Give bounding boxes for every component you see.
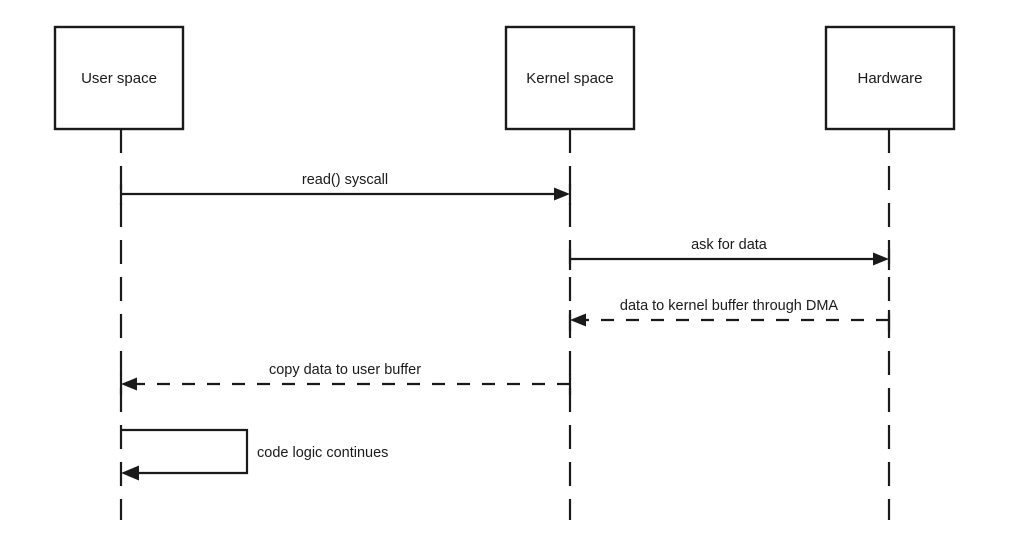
participant-box [504, 25, 636, 131]
participant-box [824, 25, 956, 131]
arrow-head-left-icon [121, 465, 139, 481]
participant-hardware[interactable]: Hardware [824, 25, 956, 131]
self-message-code-logic-continues[interactable]: code logic continues [121, 428, 388, 481]
participant-user-space[interactable]: User space [53, 25, 185, 131]
message-label: read() syscall [302, 172, 388, 188]
arrow-head-right-icon [873, 252, 889, 266]
message-label: data to kernel buffer through DMA [620, 298, 838, 314]
participant-kernel-space[interactable]: Kernel space [504, 25, 636, 131]
participant-box [53, 25, 185, 131]
arrow-head-right-icon [554, 187, 570, 201]
self-message-label: code logic continues [257, 445, 388, 461]
message-dma-transfer[interactable]: data to kernel buffer through DMA [568, 298, 891, 331]
participant-label: Kernel space [526, 70, 614, 87]
arrow-head-left-icon [570, 313, 586, 327]
message-label: ask for data [691, 237, 768, 253]
message-ask-for-data[interactable]: ask for data [568, 237, 891, 270]
message-copy-to-user-buffer[interactable]: copy data to user buffer [119, 362, 572, 395]
participant-label: User space [81, 70, 157, 87]
arrow-head-left-icon [121, 377, 137, 391]
participant-label: Hardware [857, 70, 922, 87]
self-message-line [121, 428, 249, 475]
message-read-syscall[interactable]: read() syscall [119, 172, 572, 205]
message-label: copy data to user buffer [269, 362, 421, 378]
